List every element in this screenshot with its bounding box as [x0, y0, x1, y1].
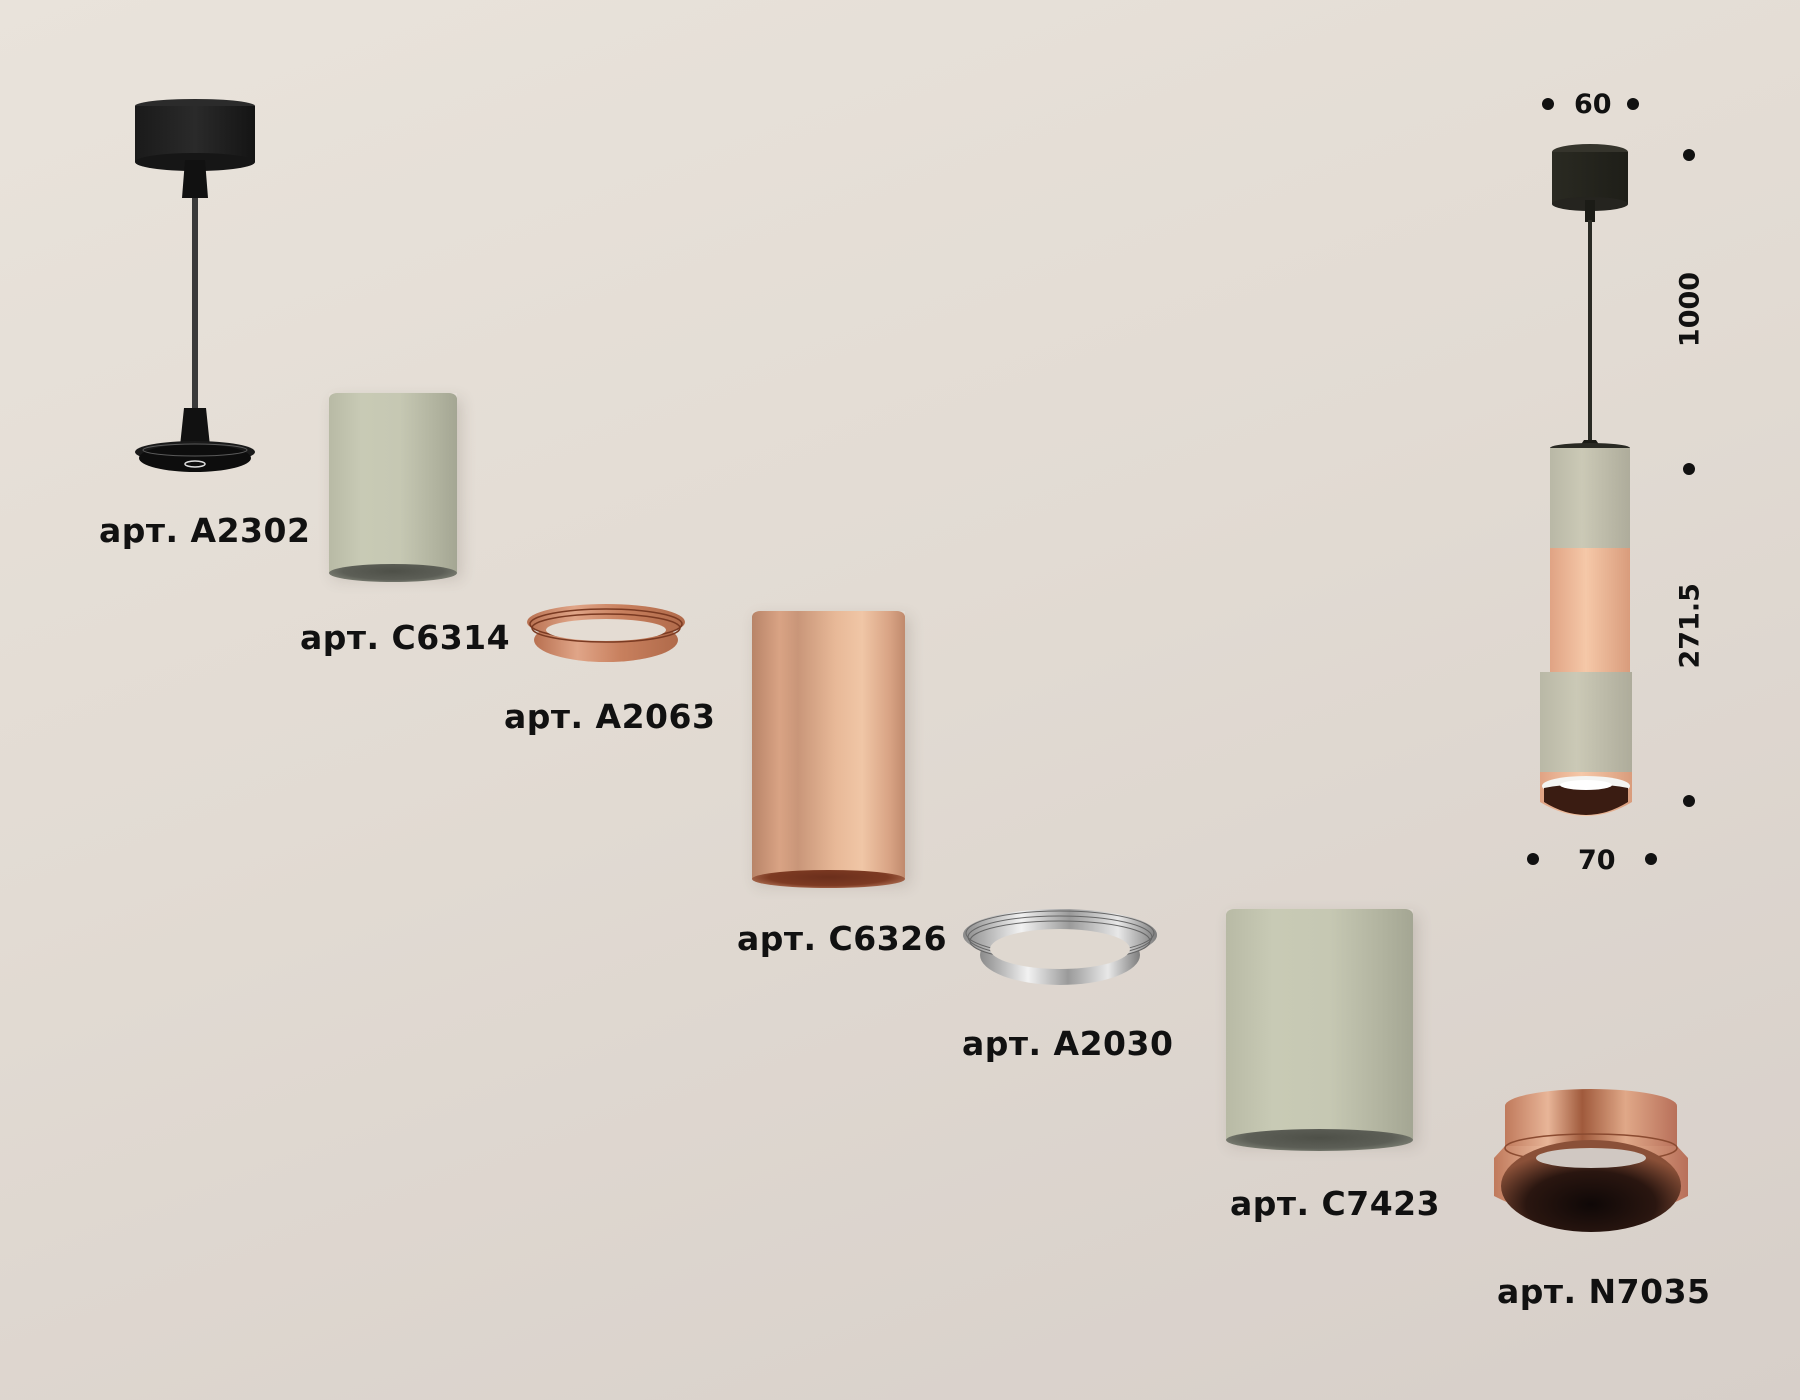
label-c6314: арт. C6314	[300, 618, 511, 657]
dim-top-width: 60	[1574, 89, 1612, 120]
dim-dot	[1683, 463, 1695, 475]
reflector-icon	[1494, 1089, 1688, 1232]
label-c6326: арт. C6326	[737, 919, 948, 958]
cylinder-c6314	[329, 393, 457, 582]
dim-dot	[1542, 98, 1554, 110]
assembled-pendant-icon	[1540, 144, 1632, 816]
reflector-n7035	[1486, 1086, 1696, 1242]
label-n7035: арт. N7035	[1497, 1272, 1711, 1311]
label-a2302: арт. A2302	[99, 511, 311, 550]
dim-dot	[1627, 98, 1639, 110]
dim-dot	[1683, 149, 1695, 161]
cylinder-c6326	[752, 611, 905, 888]
ring-a2063	[525, 600, 687, 666]
assembled-pendant	[1530, 140, 1650, 830]
dim-cord-length-wrap: 1000	[1650, 272, 1730, 347]
dim-bottom-width: 70	[1578, 845, 1616, 876]
suspension-icon	[135, 99, 255, 472]
label-a2063: арт. A2063	[504, 697, 716, 736]
ring-a2030	[960, 905, 1160, 991]
dim-dot	[1527, 853, 1539, 865]
ring-icon	[963, 909, 1157, 985]
dim-dot	[1683, 795, 1695, 807]
dim-body-height: 271.5	[1674, 583, 1706, 669]
label-a2030: арт. A2030	[962, 1024, 1174, 1063]
pendant-suspension-a2302	[130, 98, 260, 478]
label-c7423: арт. C7423	[1230, 1184, 1441, 1223]
ring-icon	[527, 604, 685, 662]
cylinder-c7423	[1226, 909, 1413, 1151]
dim-body-height-wrap: 271.5	[1650, 583, 1730, 668]
dim-cord-length: 1000	[1674, 271, 1706, 348]
dim-dot	[1645, 853, 1657, 865]
